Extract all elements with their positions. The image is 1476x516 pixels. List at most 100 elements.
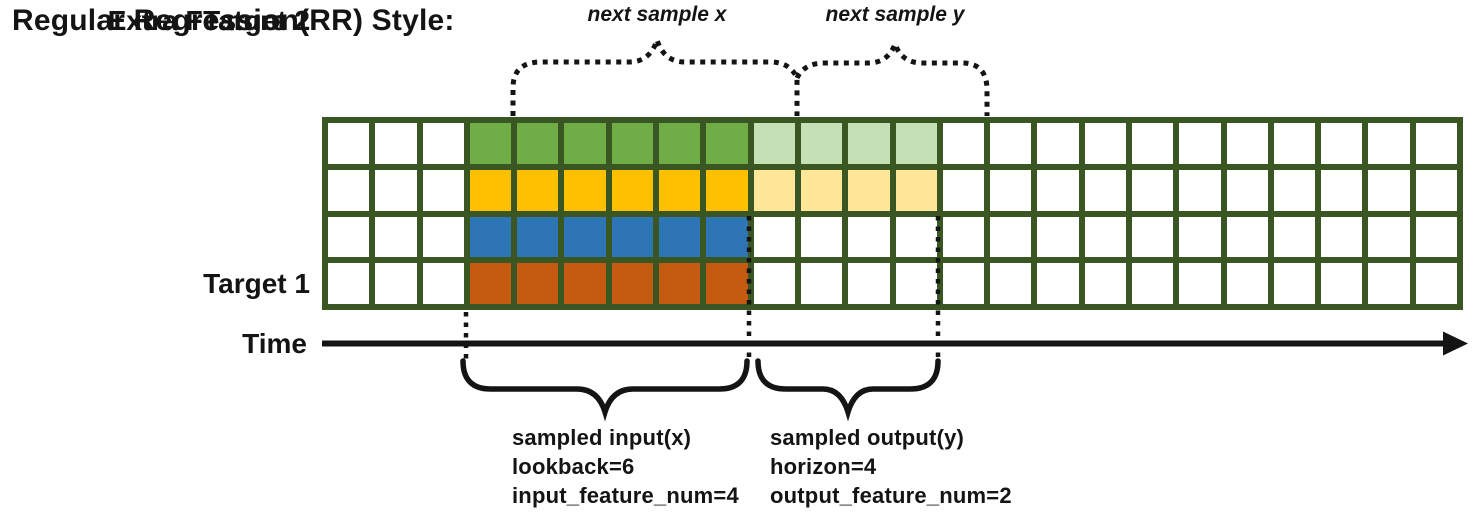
grid-cell: [942, 263, 985, 304]
sampled-input-brace: [460, 358, 750, 422]
grid-cell: [848, 169, 890, 211]
grid-cell: [1179, 263, 1221, 304]
grid-cell: [611, 123, 654, 164]
grid-cell: [1368, 169, 1410, 211]
grid-cell: [1084, 169, 1126, 211]
grid-cell: [895, 123, 937, 164]
grid-cell: [328, 123, 370, 164]
grid-cell: [375, 263, 417, 304]
grid-cell: [375, 123, 417, 164]
grid-cell: [800, 263, 843, 304]
grid-cell: [942, 123, 985, 164]
grid-cell: [1415, 263, 1457, 304]
grid-cell: [564, 216, 606, 258]
grid-cell: [564, 169, 606, 211]
grid-cell: [422, 263, 464, 304]
grid-cell: [1273, 216, 1316, 258]
grid-cell: [375, 169, 417, 211]
next-sample-y-brace: [794, 36, 990, 116]
grid-cell: [469, 169, 512, 211]
grid-cell: [328, 263, 370, 304]
grid-cell: [800, 216, 843, 258]
grid-cell: [1415, 216, 1457, 258]
grid-cell: [848, 216, 890, 258]
grid-cell: [1131, 216, 1174, 258]
grid-cell: [1368, 216, 1410, 258]
input-feature-num-value: input_feature_num=4: [512, 483, 739, 508]
row-label-extra-feature-1: Extra Feature 1: [107, 5, 310, 36]
grid-cell: [1321, 216, 1363, 258]
grid-cell: [1037, 123, 1079, 164]
grid-cell: [1084, 123, 1126, 164]
grid-cell: [1415, 123, 1457, 164]
grid-cell: [659, 263, 701, 304]
grid-cell: [1131, 169, 1174, 211]
grid-cell: [328, 169, 370, 211]
grid-cell: [848, 263, 890, 304]
grid-cell: [1131, 263, 1174, 304]
grid-cell: [753, 216, 795, 258]
grid-cell: [1037, 263, 1079, 304]
grid-cell: [422, 169, 464, 211]
grid-cell: [1179, 169, 1221, 211]
grid-cell: [800, 123, 843, 164]
grid-cell: [753, 169, 795, 211]
row-label-extra-feature-2: Extra Feature 2: [107, 5, 310, 36]
grid-cell: [706, 263, 748, 304]
grid-cell: [1179, 216, 1221, 258]
grid-cell: [328, 216, 370, 258]
grid-cell: [1273, 169, 1316, 211]
row-label-target-2: Target 2: [203, 5, 310, 36]
grid-cell: [1321, 169, 1363, 211]
grid-cell: [375, 216, 417, 258]
grid-cell: [1037, 169, 1079, 211]
grid-cell: [1037, 216, 1079, 258]
grid-cell: [659, 216, 701, 258]
time-axis-arrowhead: [1443, 331, 1468, 356]
grid-cell: [706, 216, 748, 258]
grid-cell: [800, 169, 843, 211]
next-sample-y-label: next sample y: [825, 3, 965, 26]
grid-cell: [611, 263, 654, 304]
grid-cell: [1131, 123, 1174, 164]
grid-cell: [1273, 263, 1316, 304]
grid-cell: [1084, 263, 1126, 304]
sampled-output-callout: sampled output(y) horizon=4 output_featu…: [770, 423, 1012, 510]
grid-cell: [706, 123, 748, 164]
sampled-output-brace: [755, 358, 941, 422]
page-title: Regular Regression(RR) Style:: [12, 4, 455, 37]
grid-cell: [1321, 123, 1363, 164]
grid-cell: [895, 263, 937, 304]
grid-cell: [753, 123, 795, 164]
grid-cell: [517, 123, 559, 164]
grid-cell: [706, 169, 748, 211]
grid-cell: [611, 216, 654, 258]
grid-cell: [990, 263, 1032, 304]
grid-cell: [990, 123, 1032, 164]
grid-cell: [659, 169, 701, 211]
sampled-output-title: sampled output(y): [770, 425, 965, 450]
grid-cell: [1368, 263, 1410, 304]
grid-cell: [895, 169, 937, 211]
grid-cell: [1321, 263, 1363, 304]
grid-cell: [469, 216, 512, 258]
grid-cell: [422, 123, 464, 164]
time-series-grid: [322, 117, 1463, 310]
grid-cell: [942, 216, 985, 258]
lookback-value: lookback=6: [512, 454, 635, 479]
grid-cell: [753, 263, 795, 304]
grid-cell: [659, 123, 701, 164]
row-label-target-1: Target 1: [203, 268, 310, 300]
grid-cell: [1273, 123, 1316, 164]
grid-cell: [1415, 169, 1457, 211]
grid-cell: [422, 216, 464, 258]
next-sample-x-brace: [510, 31, 800, 116]
grid-cell: [895, 216, 937, 258]
grid-cell: [517, 263, 559, 304]
grid-cell: [517, 169, 559, 211]
grid-cell: [942, 169, 985, 211]
grid-cell: [564, 123, 606, 164]
grid-cell: [990, 169, 1032, 211]
grid-cell: [517, 216, 559, 258]
